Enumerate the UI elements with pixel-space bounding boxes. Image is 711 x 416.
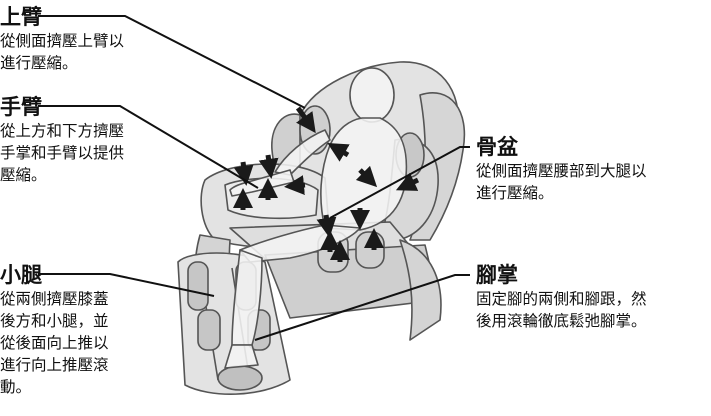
calf-desc-line: 後方和小腿，並: [0, 312, 109, 330]
sole-desc-line: 固定腳的兩側和腳跟，然: [476, 290, 647, 308]
leader-arm: [38, 105, 259, 189]
leader-sole: [254, 274, 470, 341]
pelvis-desc: 從側面擠壓腰部到大腿以 進行壓縮。: [476, 160, 647, 204]
sole-title: 腳掌: [476, 263, 518, 287]
arrow-arm-top-1: [233, 161, 254, 186]
sole-desc-line: 後用滾輪徹底鬆弛腳掌。: [476, 312, 647, 330]
calf-desc-line: 從兩側擠壓膝蓋: [0, 290, 109, 308]
arm-label: 手臂 從上方和下方擠壓 手掌和手臂以提供 壓縮。: [0, 94, 124, 186]
calf-title: 小腿: [0, 263, 42, 287]
calf-desc-line: 動。: [0, 378, 32, 396]
arm-title: 手臂: [0, 95, 42, 119]
leader-lines: [38, 15, 470, 341]
arrow-pelvis-left: [355, 165, 378, 188]
arrow-upper-arm-right: [327, 142, 350, 162]
upper-arm-title: 上臂: [0, 5, 42, 29]
arrow-arm-top-2: [258, 154, 279, 179]
leader-calf: [38, 273, 215, 297]
arm-desc-line: 從上方和下方擠壓: [0, 122, 125, 140]
upper-arm-desc-line: 進行壓縮。: [0, 54, 78, 72]
arm-desc: 從上方和下方擠壓 手掌和手臂以提供 壓縮。: [0, 120, 124, 186]
calf-desc-line: 進行向上推壓滾: [0, 356, 109, 374]
arm-desc-line: 手掌和手臂以提供: [0, 144, 125, 162]
calf-desc-line: 從後面向上推以: [0, 334, 109, 352]
pelvis-label: 骨盆 從側面擠壓腰部到大腿以 進行壓縮。: [476, 134, 647, 204]
arrow-arm-right: [284, 175, 306, 196]
arrow-hip-1: [316, 214, 337, 238]
pelvis-desc-line: 進行壓縮。: [476, 184, 554, 202]
arrow-pelvis-right: [395, 172, 420, 191]
arm-desc-line: 壓縮。: [0, 166, 47, 184]
upper-arm-desc-line: 從側面擠壓上臂以: [0, 32, 125, 50]
leader-upper-arm: [38, 15, 306, 109]
pelvis-desc-line: 從側面擠壓腰部到大腿以: [476, 162, 647, 180]
leader-pelvis: [329, 146, 470, 219]
pelvis-title: 骨盆: [476, 135, 518, 159]
compression-arrows: [233, 106, 420, 262]
upper-arm-label: 上臂 從側面擠壓上臂以 進行壓縮。: [0, 4, 124, 74]
upper-arm-desc: 從側面擠壓上臂以 進行壓縮。: [0, 30, 124, 74]
calf-desc: 從兩側擠壓膝蓋 後方和小腿，並 從後面向上推以 進行向上推壓滾 動。: [0, 288, 109, 398]
calf-label: 小腿 從兩側擠壓膝蓋 後方和小腿，並 從後面向上推以 進行向上推壓滾 動。: [0, 262, 109, 398]
arrow-upper-arm-left: [295, 106, 316, 134]
sole-label: 腳掌 固定腳的兩側和腳跟，然 後用滾輪徹底鬆弛腳掌。: [476, 262, 647, 332]
sole-desc: 固定腳的兩側和腳跟，然 後用滾輪徹底鬆弛腳掌。: [476, 288, 647, 332]
